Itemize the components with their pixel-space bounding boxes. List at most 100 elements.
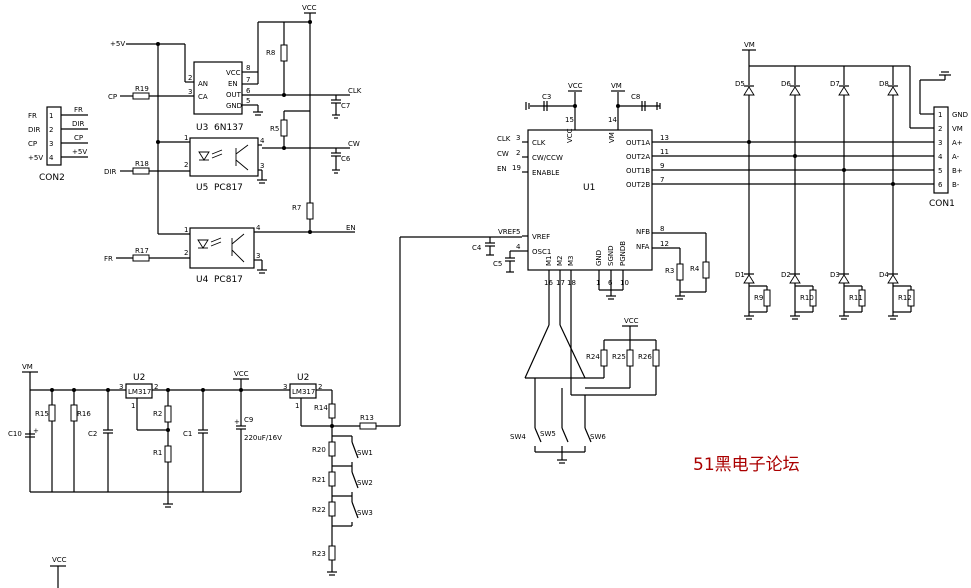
c4-label: C4 bbox=[472, 244, 482, 252]
net-fr-label: FR bbox=[104, 255, 113, 263]
diode-d1-symbol bbox=[743, 274, 755, 284]
net-vm-supply: VM bbox=[22, 363, 33, 371]
diode-d7-symbol bbox=[838, 86, 850, 96]
power-supply: VM + C10 R15 R16 C2 LM317 U2 3 2 1 bbox=[8, 363, 400, 576]
con2-label-fr: FR bbox=[28, 112, 37, 120]
svg-text:4: 4 bbox=[256, 224, 261, 232]
r12-label: R12 bbox=[898, 294, 912, 302]
svg-text:2: 2 bbox=[516, 149, 520, 157]
r10-label: R10 bbox=[800, 294, 814, 302]
u3-pin-vcc: VCC bbox=[226, 69, 241, 77]
c1-label: C1 bbox=[183, 430, 192, 438]
r26-label: R26 bbox=[638, 353, 652, 361]
con2-pin4: 4 bbox=[49, 154, 54, 162]
d8-label: D8 bbox=[879, 80, 889, 88]
con2-pin3: 3 bbox=[49, 140, 53, 148]
forum-watermark: 51黑电子论坛 bbox=[693, 455, 800, 475]
diode-d8-symbol bbox=[887, 86, 899, 96]
svg-text:1: 1 bbox=[184, 134, 188, 142]
net-vcc-top: VCC bbox=[302, 4, 317, 12]
sw5-label: SW5 bbox=[540, 430, 556, 438]
con2-label-5v: +5V bbox=[28, 154, 43, 162]
svg-text:13: 13 bbox=[660, 134, 669, 142]
u1-pin-vref: VREF bbox=[532, 233, 550, 241]
r19-label: R19 bbox=[135, 85, 149, 93]
svg-text:6: 6 bbox=[246, 87, 251, 95]
svg-text:9: 9 bbox=[660, 162, 664, 170]
svg-text:5: 5 bbox=[516, 228, 520, 236]
con1-label-b-plus: B+ bbox=[952, 167, 963, 175]
svg-text:10: 10 bbox=[620, 279, 629, 287]
con1-pin4: 4 bbox=[938, 153, 943, 161]
u1-net-cw: CW bbox=[497, 150, 509, 158]
svg-text:4: 4 bbox=[260, 137, 265, 145]
u1-left-caps: C4 C5 bbox=[399, 236, 522, 426]
net-dir-label: DIR bbox=[104, 168, 116, 176]
d6-label: D6 bbox=[781, 80, 791, 88]
net-5v-label: +5V bbox=[110, 40, 125, 48]
r9-label: R9 bbox=[754, 294, 763, 302]
d2-label: D2 bbox=[781, 271, 791, 279]
svg-text:2: 2 bbox=[154, 383, 158, 391]
d5-label: D5 bbox=[735, 80, 745, 88]
u1-pin-nfa: NFA bbox=[636, 243, 650, 251]
con1-label-b-minus: B- bbox=[952, 181, 960, 189]
u1-ref: U1 bbox=[583, 183, 595, 193]
motor-output-lines bbox=[652, 141, 934, 185]
c3-label: C3 bbox=[542, 93, 551, 101]
r16-label: R16 bbox=[77, 410, 91, 418]
con2-pin2: 2 bbox=[49, 126, 53, 134]
sw2-label: SW2 bbox=[357, 479, 373, 487]
u1-net-vcc: VCC bbox=[568, 82, 583, 90]
svg-text:14: 14 bbox=[608, 116, 617, 124]
sw1-label: SW1 bbox=[357, 449, 373, 457]
con1-pin1: 1 bbox=[938, 111, 942, 119]
con1-connector: 1 2 3 4 5 6 GND VM A+ A- B+ B- CON1 bbox=[919, 71, 968, 209]
c9-label: C9 bbox=[244, 416, 253, 424]
r25-label: R25 bbox=[612, 353, 626, 361]
u1-pin-enable: ENABLE bbox=[532, 169, 560, 177]
sense-resistors: R4 R3 bbox=[652, 232, 710, 300]
net-vm-diodes: VM bbox=[744, 41, 755, 49]
r23-label: R23 bbox=[312, 550, 326, 558]
con2-pin1: 1 bbox=[49, 112, 53, 120]
u1-pin-out1a: OUT1A bbox=[626, 139, 650, 147]
sw6-label: SW6 bbox=[590, 433, 606, 441]
c9-value: 220uF/16V bbox=[244, 434, 282, 442]
r22-label: R22 bbox=[312, 506, 326, 514]
con2-net-dir: DIR bbox=[72, 120, 84, 128]
c8-label: C8 bbox=[631, 93, 640, 101]
svg-text:2: 2 bbox=[318, 383, 322, 391]
r13-label: R13 bbox=[360, 414, 374, 422]
u1-pin-vm: VM bbox=[608, 132, 616, 143]
u3-optocoupler: +5V CP R19 2 3 AN CA VCC EN OUT GND 8 7 … bbox=[108, 40, 350, 234]
u4-ref: U4 bbox=[196, 275, 209, 285]
con1-label-a-minus: A- bbox=[952, 153, 960, 161]
con1-label-vm: VM bbox=[952, 125, 963, 133]
u3-part: 6N137 bbox=[214, 123, 244, 133]
u3-pin-en: EN bbox=[228, 80, 238, 88]
r7-label: R7 bbox=[292, 204, 301, 212]
r1-label: R1 bbox=[153, 449, 162, 457]
svg-text:3: 3 bbox=[188, 88, 192, 96]
con1-pin3: 3 bbox=[938, 139, 942, 147]
u3-pin-out: OUT bbox=[226, 91, 242, 99]
d7-label: D7 bbox=[830, 80, 840, 88]
r5-label: R5 bbox=[270, 125, 279, 133]
u2b-ref: U2 bbox=[297, 373, 309, 383]
u1-pin-pgndb: PGNDB bbox=[619, 241, 627, 266]
net-cw-label: CW bbox=[348, 140, 360, 148]
u1-pin-out1b: OUT1B bbox=[626, 167, 650, 175]
u1-net-vref: VREF bbox=[498, 228, 516, 236]
u1-pin-gnd: GND bbox=[595, 250, 603, 266]
svg-text:7: 7 bbox=[246, 76, 250, 84]
con1-label-a-plus: A+ bbox=[952, 139, 963, 147]
c5-label: C5 bbox=[493, 260, 502, 268]
svg-text:1: 1 bbox=[184, 226, 188, 234]
svg-text:3: 3 bbox=[256, 252, 260, 260]
mode-switches: VCC R24 R25 R26 SW4 SW5 SW6 bbox=[510, 317, 660, 464]
u3-pin-ca: CA bbox=[198, 93, 208, 101]
sw4-label: SW4 bbox=[510, 433, 526, 441]
con2-ref: CON2 bbox=[39, 173, 65, 183]
